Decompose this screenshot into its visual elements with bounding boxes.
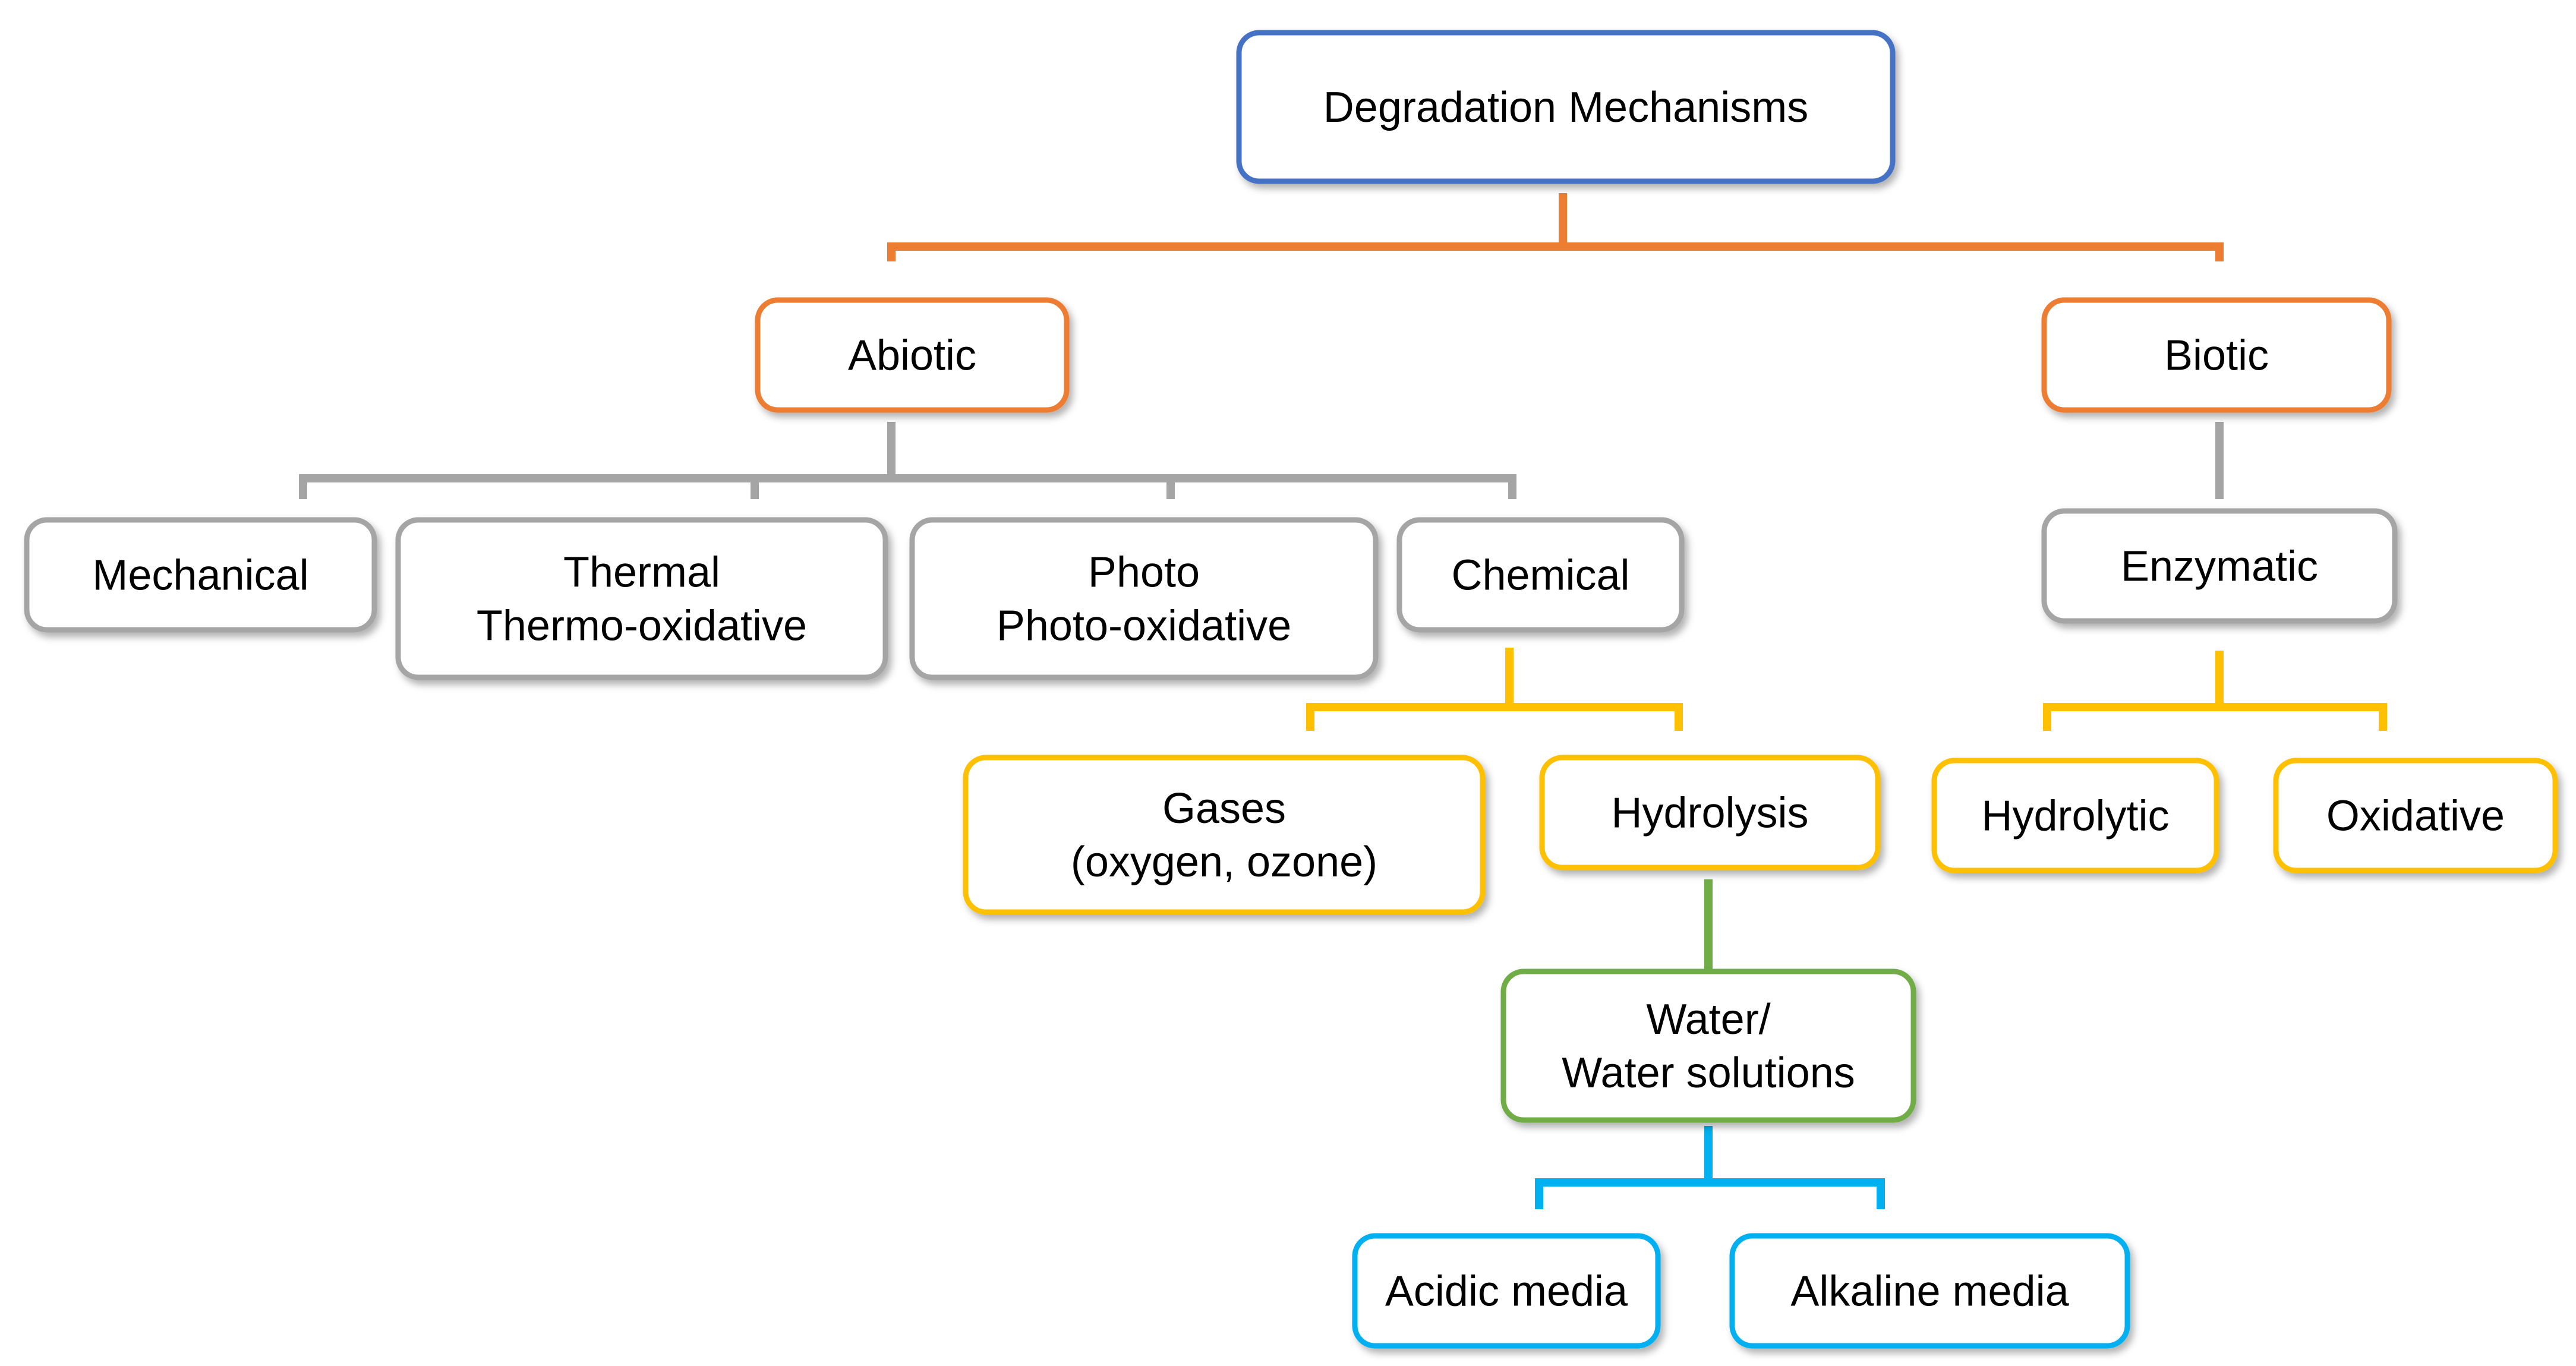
node-thermal-box	[395, 517, 888, 680]
node-acidic-box	[1352, 1233, 1661, 1349]
node-hydrolysis-label: Hydrolysis	[1611, 790, 1808, 837]
node-water-label: Water/	[1646, 996, 1770, 1043]
enzymatic-connector-line	[2043, 703, 2387, 731]
chemical-connector	[1306, 648, 1683, 731]
node-water-box	[1500, 968, 1916, 1123]
node-chemical-label: Chemical	[1451, 552, 1629, 600]
node-abiotic-box	[755, 297, 1070, 413]
node-water-label: Water solutions	[1562, 1049, 1855, 1097]
enzymatic-connector	[2043, 651, 2387, 731]
node-chemical: Chemical	[1396, 517, 1685, 633]
root-connector-line	[887, 242, 2224, 261]
chemical-connector-line	[1306, 703, 1683, 731]
node-mechanical-label: Mechanical	[92, 552, 308, 600]
node-chemical-box	[1396, 517, 1685, 633]
node-photo-box	[909, 517, 1379, 680]
node-gases-label: (oxygen, ozone)	[1071, 838, 1377, 886]
root-connector	[887, 193, 2224, 261]
node-photo-label: Photo-oxidative	[997, 602, 1291, 650]
abiotic-connector-line	[299, 474, 1516, 499]
node-biotic-label: Biotic	[2164, 332, 2269, 380]
node-alkaline: Alkaline media	[1729, 1233, 2130, 1349]
node-hydrolysis-box	[1539, 755, 1881, 870]
node-abiotic: Abiotic	[755, 297, 1070, 413]
connectors	[299, 193, 2387, 1209]
water-connector-line	[1535, 1178, 1885, 1209]
node-alkaline-box	[1729, 1233, 2130, 1349]
node-alkaline-label: Alkaline media	[1790, 1268, 2069, 1315]
node-root: Degradation Mechanisms	[1236, 30, 1896, 184]
node-hydrolytic-box	[1931, 758, 2219, 873]
node-gases-box	[963, 755, 1486, 915]
node-abiotic-label: Abiotic	[848, 332, 976, 380]
node-mechanical: Mechanical	[24, 517, 377, 633]
node-hydrolytic: Hydrolytic	[1931, 758, 2219, 873]
node-acidic-label: Acidic media	[1385, 1268, 1628, 1315]
node-oxidative: Oxidative	[2273, 758, 2558, 873]
node-enzymatic-label: Enzymatic	[2121, 543, 2318, 591]
node-hydrolysis: Hydrolysis	[1539, 755, 1881, 870]
node-root-box	[1236, 30, 1896, 184]
node-thermal-label: Thermal	[563, 549, 720, 597]
node-oxidative-box	[2273, 758, 2558, 873]
node-photo-label: Photo	[1088, 549, 1200, 597]
node-enzymatic-box	[2041, 508, 2398, 624]
node-root-label: Degradation Mechanisms	[1323, 84, 1808, 131]
node-acidic: Acidic media	[1352, 1233, 1661, 1349]
node-gases-label: Gases	[1162, 785, 1286, 832]
node-oxidative-label: Oxidative	[2326, 793, 2505, 840]
abiotic-connector	[299, 422, 1516, 499]
node-water: Water/Water solutions	[1500, 968, 1916, 1123]
water-connector	[1535, 1126, 1885, 1209]
node-biotic-box	[2041, 297, 2392, 413]
node-gases: Gases (oxygen, ozone)	[963, 755, 1486, 915]
node-enzymatic: Enzymatic	[2041, 508, 2398, 624]
node-mechanical-box	[24, 517, 377, 633]
node-hydrolytic-label: Hydrolytic	[1981, 793, 2169, 840]
node-biotic: Biotic	[2041, 297, 2392, 413]
node-thermal-label: Thermo-oxidative	[477, 602, 807, 650]
